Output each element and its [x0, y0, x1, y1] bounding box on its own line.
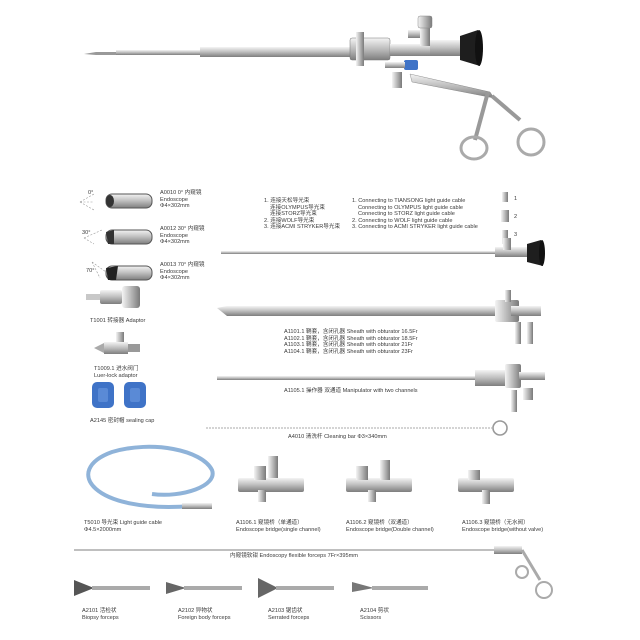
forceps-tip-biopsy-icon: [74, 580, 150, 596]
bridge-double-illustration: [346, 460, 412, 502]
bridge-double-label: A1106.2 窥镜桥（双通道） Endoscope bridge(Double…: [346, 520, 434, 533]
light-guide-en-list: 1. Connecting to TIANSONG light guide ca…: [352, 198, 478, 231]
sheath-label-list: A1101.1 鞘套，含闭孔器 Sheath with obturator 16…: [284, 329, 418, 355]
adaptor-label: T1001 转接器 Adaptor: [90, 318, 146, 324]
forceps-serrated-label: A2103 锯齿状 Serrated forceps: [268, 608, 310, 621]
forceps-foreign-body-label: A2102 异物状 Foreign body forceps: [178, 608, 231, 621]
light-guide-cn-list: 1. 连接天松导光束 连接OLYMPUS导光束 连接STORZ导光束 2. 连接…: [264, 198, 341, 231]
connector-number-3: 3: [514, 232, 518, 238]
bridge-single-illustration: [238, 456, 304, 502]
scope-70-label: A0013 70° 内窥镜 Endoscope Φ4×302mm: [160, 262, 205, 282]
forceps-tip-scissors-icon: [352, 582, 428, 592]
luer-lock-label: T1009.1 进水阀门 Luer-lock adaptor: [94, 366, 139, 379]
telescope-illustration: [221, 238, 545, 266]
connector-number-1: 1: [514, 196, 518, 202]
cleaning-bar-illustration: [206, 420, 508, 436]
scope-0-label: A0010 0° 内窥镜 Endoscope Φ4×302mm: [160, 190, 202, 210]
luer-lock-illustration: [94, 332, 140, 354]
bridge-no-valve-illustration: [458, 470, 514, 504]
light-guide-connectors-illustration: [501, 192, 509, 244]
flexible-forceps-illustration: [74, 546, 553, 599]
sealing-cap-label: A2145 密封帽 sealing cap: [90, 418, 155, 424]
flexible-forceps-label: 内窥镜软钳 Endoscopy flexible forceps 7Fr×395…: [230, 553, 358, 559]
bridge-no-valve-label: A1106.3 窥镜桥（无水阀） Endoscope bridge(withou…: [462, 520, 544, 533]
forceps-tip-foreign-body-icon: [166, 582, 242, 594]
bridge-single-label: A1106.1 窥镜桥（单通道） Endoscope bridge(single…: [236, 520, 321, 533]
angle-mark-30: 30°: [82, 230, 91, 236]
scope-30-label: A0012 30° 内窥镜 Endoscope Φ4×302mm: [160, 226, 205, 246]
manipulator-label: A1105.1 操作器 双通道 Manipulator with two cha…: [284, 388, 418, 394]
sheath-illustration: [217, 290, 541, 344]
manipulator-illustration: [217, 364, 545, 412]
endoscope-tips-illustration: [79, 193, 153, 281]
angle-mark-70: 70°: [86, 268, 95, 274]
adaptor-illustration: [86, 286, 140, 308]
forceps-tip-serrated-icon: [258, 578, 334, 598]
cleaning-bar-label: A4010 清洗杆 Cleaning bar Φ3×340mm: [288, 434, 387, 440]
forceps-biopsy-label: A2101 活检状 Biopsy forceps: [82, 608, 119, 621]
sealing-cap-illustration: [92, 382, 146, 408]
forceps-scissors-label: A2104 剪状 Scissors: [360, 608, 389, 621]
angle-mark-0: 0°: [88, 190, 94, 196]
light-guide-cable-illustration: [86, 444, 215, 509]
assembled-scope-illustration: [84, 15, 546, 161]
light-guide-cable-label: T5010 导光束 Light guide cable Φ4.5×2000mm: [84, 520, 163, 533]
connector-number-2: 2: [514, 214, 518, 220]
